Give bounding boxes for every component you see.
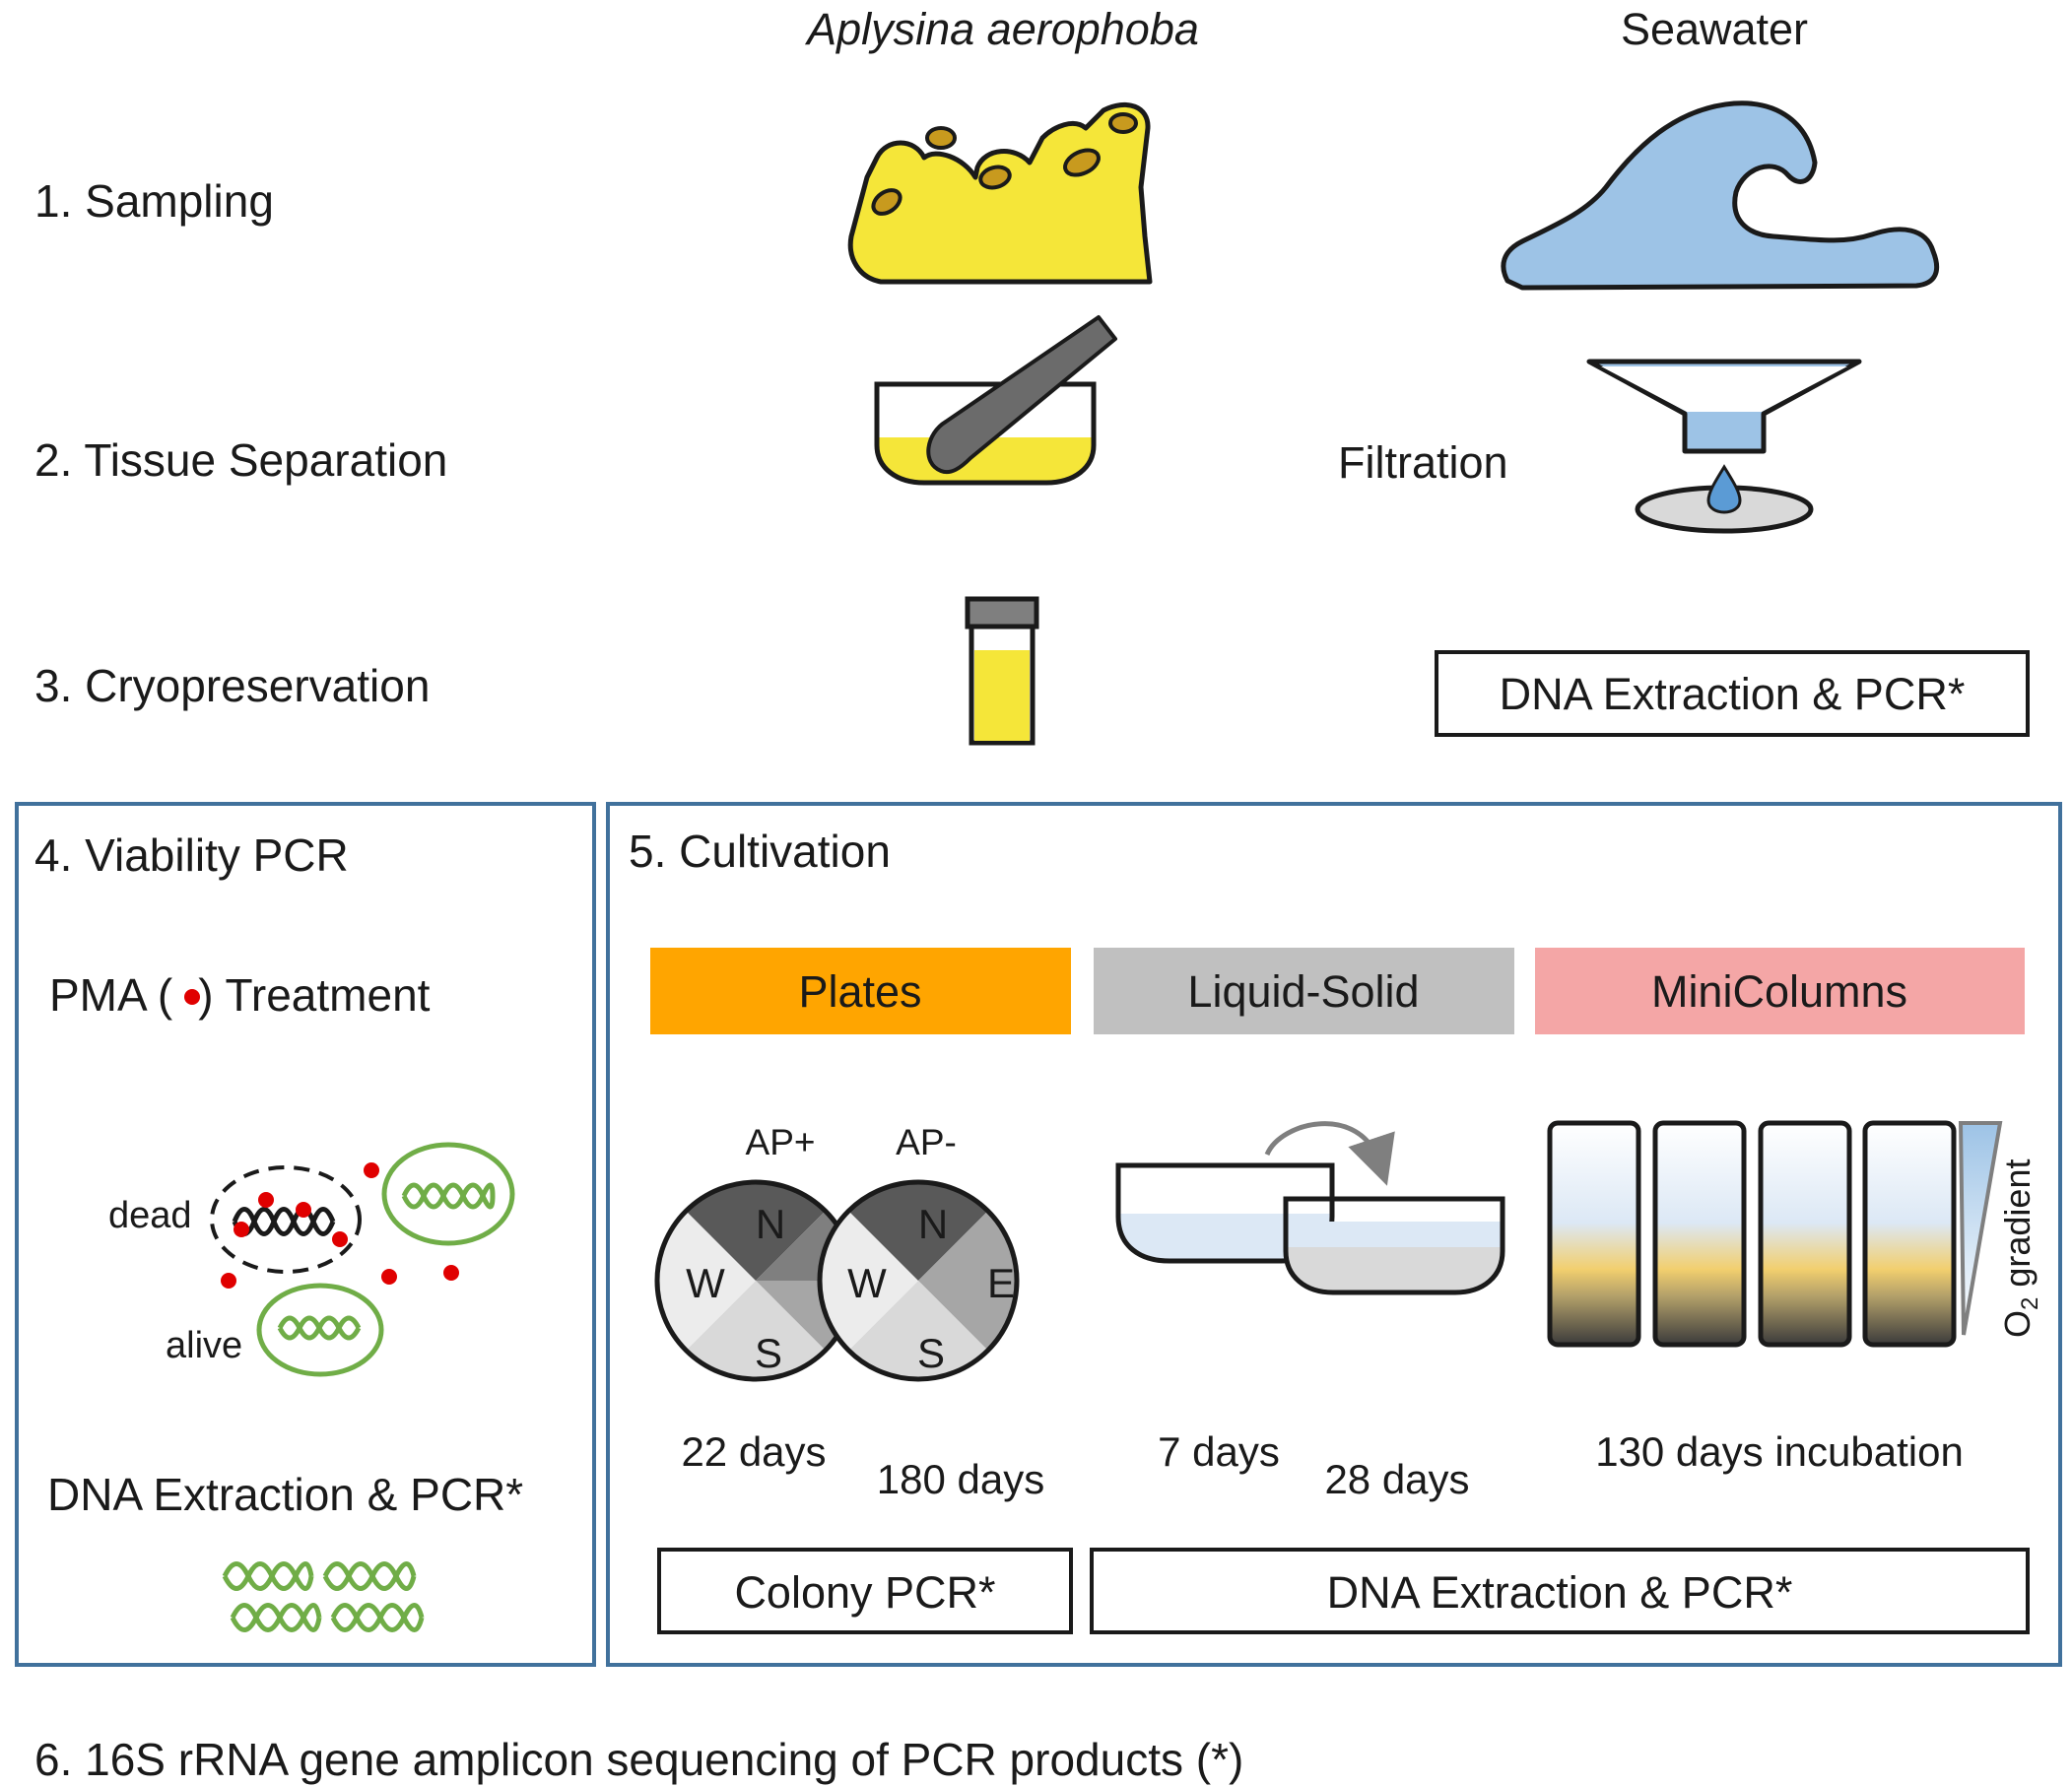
seawater-header: Seawater — [1621, 4, 1808, 54]
dead-cell-icon — [210, 1165, 362, 1274]
plate-ap-minus-icon — [817, 1179, 1020, 1382]
viability-section — [15, 802, 596, 1667]
plate-ap-plus-label: AP+ — [746, 1122, 816, 1162]
pma-dots — [221, 1162, 459, 1289]
step-tissue-separation: 2. Tissue Separation — [34, 434, 447, 486]
cultivation-dna-box — [1090, 1548, 2030, 1634]
plate-ap-minus-s: S — [917, 1330, 945, 1376]
sponge-header: Aplysina aerophoba — [804, 4, 1199, 54]
plate-ap-minus-e: E — [987, 1260, 1015, 1306]
minicolumns-icon — [1547, 1120, 2003, 1348]
step-cryopreservation: 3. Cryopreservation — [34, 660, 430, 711]
plate-ap-plus-w: W — [686, 1260, 725, 1306]
seawater-dna-label: DNA Extraction & PCR* — [1500, 669, 1966, 719]
step-sampling: 1. Sampling — [34, 175, 274, 227]
cultivation-section — [606, 802, 2062, 1667]
o2-gradient-label: O2 gradient — [1997, 1159, 2043, 1338]
plate-ap-minus-label: AP- — [896, 1122, 957, 1162]
mortar-pestle-icon — [874, 315, 1117, 486]
alive-cell-icon — [381, 1142, 515, 1246]
plate-ap-plus-n: N — [756, 1201, 785, 1247]
dead-label: dead — [108, 1195, 192, 1236]
liquid-solid-label: Liquid-Solid — [1187, 966, 1419, 1017]
viability-dna-label: DNA Extraction & PCR* — [47, 1469, 523, 1520]
cryotube-icon — [965, 596, 1039, 746]
colony-pcr-box — [657, 1548, 1073, 1634]
pma-dot-icon — [184, 989, 200, 1005]
alive-label: alive — [166, 1325, 242, 1366]
plate-ap-plus-s: S — [755, 1330, 782, 1376]
wave-icon — [1501, 100, 1940, 291]
alive-cell-icon-2 — [256, 1283, 384, 1377]
plate-ap-minus-n: N — [918, 1201, 948, 1247]
minicolumns-label: MiniColumns — [1651, 966, 1907, 1017]
duration-180-days: 180 days — [877, 1456, 1044, 1502]
step-sequencing: 6. 16S rRNA gene amplicon sequencing of … — [34, 1734, 1243, 1785]
plates-label: Plates — [798, 966, 921, 1017]
minicolumns-method-box — [1535, 948, 2025, 1034]
step-viability-pcr: 4. Viability PCR — [34, 829, 349, 881]
pma-treatment-label: PMA () Treatment — [49, 969, 431, 1021]
colony-pcr-label: Colony PCR* — [734, 1567, 995, 1618]
step-cultivation: 5. Cultivation — [629, 826, 891, 877]
liquid-solid-method-box — [1094, 948, 1514, 1034]
duration-22-days: 22 days — [681, 1428, 826, 1475]
transfer-arrow-icon — [1264, 1121, 1395, 1186]
duration-28-days: 28 days — [1324, 1456, 1469, 1502]
plate-ap-minus-w: W — [847, 1260, 887, 1306]
funnel-filter-icon — [1586, 359, 1862, 534]
plates-method-box — [650, 948, 1071, 1034]
duration-130-days: 130 days incubation — [1595, 1428, 1964, 1475]
sponge-icon — [847, 101, 1153, 285]
seawater-dna-box — [1435, 650, 2030, 737]
filtration-label: Filtration — [1338, 437, 1508, 488]
duration-7-days: 7 days — [1158, 1428, 1280, 1475]
dna-strands-icon — [222, 1561, 425, 1632]
cultivation-dna-label: DNA Extraction & PCR* — [1327, 1567, 1793, 1618]
liquid-solid-dishes-icon — [1115, 1162, 1505, 1295]
